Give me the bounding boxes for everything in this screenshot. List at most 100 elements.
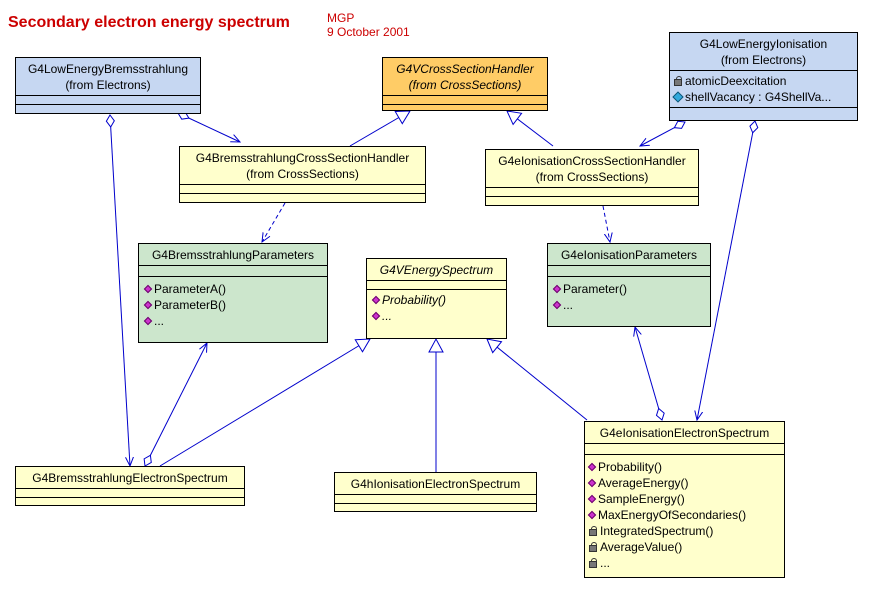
attributes-compartment xyxy=(548,265,710,276)
attributes-compartment xyxy=(585,443,784,454)
operation-row: ParameterA() xyxy=(143,281,325,297)
operation-label: AverageEnergy() xyxy=(598,476,689,490)
class-venergy-spectrum[interactable]: G4VEnergySpectrum Probability() ... xyxy=(366,258,507,339)
author-label: MGP xyxy=(327,11,355,25)
operations-compartment: ParameterA() ParameterB() ... xyxy=(139,276,327,331)
operations-compartment xyxy=(383,104,547,105)
class-name: G4eIonisationElectronSpectrum xyxy=(599,426,770,440)
operation-row: ... xyxy=(552,297,708,313)
class-package: (from Electrons) xyxy=(720,53,807,67)
attribute-row: shellVacancy : G4ShellVa... xyxy=(672,89,855,105)
public-operation-icon xyxy=(587,510,597,520)
class-name: G4LowEnergyBremsstrahlung xyxy=(27,62,189,76)
attributes-compartment: atomicDeexcitation shellVacancy : G4Shel… xyxy=(670,70,857,107)
lock-icon xyxy=(589,558,597,568)
class-vcrosssection-handler[interactable]: G4VCrossSectionHandler (from CrossSectio… xyxy=(382,57,548,111)
operation-row: AverageEnergy() xyxy=(587,475,782,491)
public-operation-icon xyxy=(143,284,153,294)
edge-ioncsh-to-vcross xyxy=(506,110,554,147)
class-name: G4hIonisationElectronSpectrum xyxy=(350,477,521,491)
class-header: G4BremsstrahlungElectronSpectrum xyxy=(16,467,244,488)
class-header: G4LowEnergyIonisation (from Electrons) xyxy=(670,33,857,70)
class-bremsstrahlung-electron-spectrum[interactable]: G4BremsstrahlungElectronSpectrum xyxy=(15,466,245,506)
attributes-compartment xyxy=(16,488,244,497)
edge-bremscsh-to-vcross xyxy=(349,110,411,147)
attribute-label: shellVacancy : G4ShellVa... xyxy=(685,90,832,104)
edge-brems-to-bremsspec xyxy=(110,115,130,466)
operation-label: ... xyxy=(600,556,611,570)
operation-label: ... xyxy=(382,309,393,323)
class-bremsstrahlung-crosssection-handler[interactable]: G4BremsstrahlungCrossSectionHandler (fro… xyxy=(179,146,426,203)
operation-row: MaxEnergyOfSecondaries() xyxy=(587,507,782,523)
class-name: G4eIonisationParameters xyxy=(560,248,698,262)
operation-row: ... xyxy=(143,313,325,329)
operation-row: AverageValue() xyxy=(589,539,782,555)
lock-icon xyxy=(589,542,597,552)
class-package: (from CrossSections) xyxy=(408,78,522,92)
class-eionisation-crosssection-handler[interactable]: G4eIonisationCrossSectionHandler (from C… xyxy=(485,149,699,206)
class-header: G4eIonisationCrossSectionHandler (from C… xyxy=(486,150,698,187)
edge-ioncsh-to-ionparams xyxy=(602,205,610,242)
class-package: (from Electrons) xyxy=(65,78,151,92)
class-eionisation-parameters[interactable]: G4eIonisationParameters Parameter() ... xyxy=(547,243,711,327)
edge-bremsspec-to-bremsparams xyxy=(145,343,207,466)
edge-ionspec-to-venergy xyxy=(486,338,588,421)
class-name: G4VEnergySpectrum xyxy=(379,263,494,277)
operations-compartment: Probability() AverageEnergy() SampleEner… xyxy=(585,454,784,573)
edge-ionspec-to-ionparams xyxy=(635,327,662,420)
attributes-compartment xyxy=(335,494,536,503)
public-operation-icon xyxy=(371,295,381,305)
operation-row: SampleEnergy() xyxy=(587,491,782,507)
operation-label: SampleEnergy() xyxy=(598,492,685,506)
public-operation-icon xyxy=(143,300,153,310)
class-package: (from CrossSections) xyxy=(535,170,649,184)
diagram-meta: MGP 9 October 2001 xyxy=(327,11,410,39)
operation-row: ParameterB() xyxy=(143,297,325,313)
operations-compartment: Probability() ... xyxy=(367,289,506,326)
public-operation-icon xyxy=(552,300,562,310)
class-header: G4BremsstrahlungCrossSectionHandler (fro… xyxy=(180,147,425,184)
class-bremsstrahlung-parameters[interactable]: G4BremsstrahlungParameters ParameterA() … xyxy=(138,243,328,343)
attributes-compartment xyxy=(139,265,327,276)
operations-compartment xyxy=(16,497,244,498)
public-operation-icon xyxy=(143,316,153,326)
operations-compartment xyxy=(670,107,857,108)
edge-brems-to-bremscsh xyxy=(178,113,240,142)
edge-ion-to-ionspec xyxy=(697,121,755,420)
class-name: G4BremsstrahlungParameters xyxy=(151,248,315,262)
class-lowenergy-bremsstrahlung[interactable]: G4LowEnergyBremsstrahlung (from Electron… xyxy=(15,57,201,114)
edge-bremsspec-to-venergy xyxy=(159,338,371,467)
edge-ion-to-ioncsh xyxy=(640,122,685,146)
class-header: G4eIonisationParameters xyxy=(548,244,710,265)
edge-bremscsh-to-bremsparams xyxy=(262,202,286,242)
attributes-compartment xyxy=(180,184,425,193)
class-eionisation-electron-spectrum[interactable]: G4eIonisationElectronSpectrum Probabilit… xyxy=(584,421,785,578)
class-header: G4VEnergySpectrum xyxy=(367,259,506,280)
operation-label: Probability() xyxy=(598,460,663,474)
operation-label: ParameterB() xyxy=(154,298,227,312)
date-label: 9 October 2001 xyxy=(327,25,410,39)
class-package: (from CrossSections) xyxy=(246,167,359,181)
attributes-compartment xyxy=(16,95,200,104)
attribute-label: atomicDeexcitation xyxy=(685,74,787,88)
operations-compartment xyxy=(335,503,536,504)
class-lowenergy-ionisation[interactable]: G4LowEnergyIonisation (from Electrons) a… xyxy=(669,32,858,121)
operation-row: Parameter() xyxy=(552,281,708,297)
operations-compartment xyxy=(486,196,698,197)
public-operation-icon xyxy=(587,494,597,504)
operation-label: MaxEnergyOfSecondaries() xyxy=(598,508,747,522)
class-header: G4BremsstrahlungParameters xyxy=(139,244,327,265)
class-hionisation-electron-spectrum[interactable]: G4hIonisationElectronSpectrum xyxy=(334,472,537,512)
operation-label: ParameterA() xyxy=(154,282,227,296)
operation-row: IntegratedSpectrum() xyxy=(589,523,782,539)
attributes-compartment xyxy=(486,187,698,196)
class-header: G4VCrossSectionHandler (from CrossSectio… xyxy=(383,58,547,95)
operation-row: ... xyxy=(589,555,782,571)
operations-compartment xyxy=(16,104,200,105)
attributes-compartment xyxy=(367,280,506,289)
class-name: G4LowEnergyIonisation xyxy=(699,37,828,51)
operations-compartment xyxy=(180,193,425,194)
class-header: G4eIonisationElectronSpectrum xyxy=(585,422,784,443)
operation-row: Probability() xyxy=(371,292,504,308)
